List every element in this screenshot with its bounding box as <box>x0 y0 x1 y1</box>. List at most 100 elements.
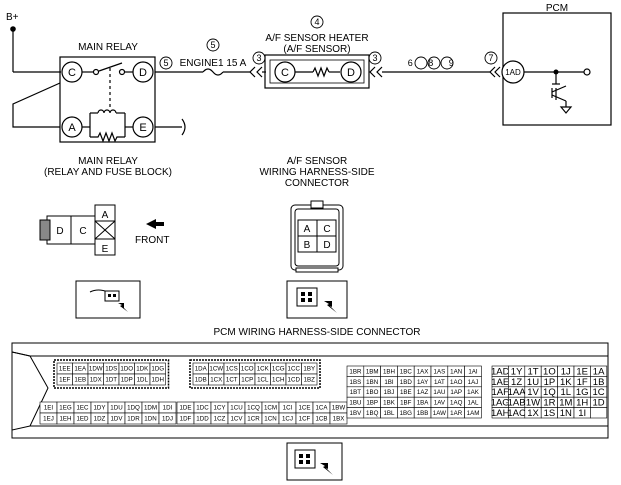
pcm-pin-label: 1AI <box>468 368 478 375</box>
pcm-pin-label: 1BD <box>400 379 413 386</box>
pcm-pin-label: 1AZ <box>417 389 429 396</box>
pcm-pin-label: 1AN <box>450 368 462 375</box>
relay-switch-contact <box>98 62 123 72</box>
pcm-pin-label: 1AX <box>417 368 429 375</box>
relay-ground-wire <box>12 82 61 128</box>
pcm-pin-label: 1CI <box>283 405 293 412</box>
b-plus-label: B+ <box>6 12 19 23</box>
pcm-pin-label: 1AF <box>491 387 509 398</box>
pcm-pin-label: 1CH <box>272 377 284 384</box>
heater-label-2: (A/F SENSOR) <box>283 44 350 55</box>
pcm-pin-label: 1BW <box>332 405 346 412</box>
pcm-pin-1ad <box>501 60 525 84</box>
pcm-pin-label: 1AA <box>508 387 527 398</box>
pcm-pin-label: 1AD <box>491 366 510 377</box>
pcm-pin-label: 1BZ <box>304 377 316 384</box>
heater-pin-d-label: D <box>347 67 355 79</box>
pcm-pin-label: 1DQ <box>127 405 140 412</box>
pcm-pin-label: 1BX <box>333 416 345 423</box>
pcm-pin-label: 1EA <box>74 366 87 373</box>
afs-pin-a: A <box>304 224 311 235</box>
pcm-pin-label: 1AD <box>505 68 521 77</box>
pcm-pin-label: 1BJ <box>384 389 395 396</box>
pcm-pin-label: 1AP <box>450 389 462 396</box>
pcm-pin-label: 1EH <box>59 416 71 423</box>
pcm-pin-label: 1CL <box>257 377 269 384</box>
pcm-pin-label: 1AV <box>434 400 446 407</box>
pcm-pin-label: 1P <box>544 377 556 388</box>
pcm-pin-label: 1AG <box>491 398 510 409</box>
pcm-pin-label: 1DW <box>89 366 103 373</box>
pcm-conn-circled-num: 7 <box>488 53 493 63</box>
relay-resistor <box>90 131 125 143</box>
b-plus-terminal <box>10 26 16 32</box>
conn-left-circled-num: 3 <box>256 53 261 63</box>
front-arrow-icon <box>146 219 164 229</box>
relay-coil <box>97 109 117 114</box>
heater-label-1: A/F SENSOR HEATER <box>265 33 368 44</box>
pcm-pin-label: 1M <box>559 398 572 409</box>
pcm-pin-label: 1DC <box>196 405 209 412</box>
pcm-pin-label: 1BC <box>400 368 413 375</box>
pcm-pin-label: 1CT <box>226 377 238 384</box>
pcm-pin-label: 1EI <box>44 405 54 412</box>
pcm-pin-label: 1DR <box>127 416 140 423</box>
fuse-circled-num: 5 <box>210 40 215 50</box>
pcm-pin-cell <box>301 373 318 386</box>
pcm-pin-label: 1DF <box>180 416 192 423</box>
pcm-pin-label: 1T <box>527 366 538 377</box>
pcm-pin-label: 1R <box>543 398 555 409</box>
relay-pin-d <box>132 61 154 83</box>
pcm-pin-label: 1CG <box>272 366 285 373</box>
pcm-pin-label: 1BF <box>400 400 412 407</box>
pcm-pin-label: 1DD <box>196 416 209 423</box>
relay-conn-pin-c: C <box>79 226 86 237</box>
pcm-pin-label: 1H <box>576 398 588 409</box>
pcm-pin-label: 1CA <box>315 405 328 412</box>
conn-right-circled-num: 3 <box>372 53 377 63</box>
pcm-pin-label: 1EE <box>59 366 71 373</box>
pcm-pin-cell <box>464 407 482 419</box>
pcm-pin-label: 1AB <box>508 398 526 409</box>
afs-caption-2: WIRING HARNESS-SIDE <box>259 167 374 178</box>
afs-caption-3: CONNECTOR <box>285 178 349 189</box>
pcm-pin-label: 1U <box>527 377 539 388</box>
pcm-pin-label: 1I <box>578 408 586 419</box>
pcm-pin-label: 1AE <box>491 377 509 388</box>
main-relay-connector <box>39 204 116 256</box>
pcm-pin-label: 1BA <box>417 400 430 407</box>
afs-connector <box>290 200 344 273</box>
pcm-pin-label: 1AC <box>507 408 526 419</box>
pcm-pin-label: 1CC <box>288 366 301 373</box>
pcm-pin-label: 1ED <box>76 416 89 423</box>
relay-pin-e-label: E <box>139 122 146 134</box>
pcm-pin-label: 1AS <box>434 368 446 375</box>
pcm-pin-label: 1EF <box>59 377 71 384</box>
pcm-pin-label: 1CV <box>230 416 243 423</box>
pcm-pin-label: 1BS <box>350 379 362 386</box>
pcm-pin-label: 1DJ <box>162 416 173 423</box>
pcm-pin-label: 1AW <box>433 410 446 417</box>
afs-pin-d: D <box>323 240 330 251</box>
pcm-pin-label: 1CX <box>210 377 222 384</box>
pcm-pin-cell <box>158 412 177 425</box>
pcm-pin-label: 1CQ <box>247 405 260 412</box>
af-sensor-heater-box <box>264 54 370 89</box>
engine-fuse-label: ENGINE1 15 A <box>180 58 247 69</box>
pcm-pin-label: 1AY <box>417 379 428 386</box>
pcm-pin-label: 1A <box>593 366 605 377</box>
pcm-pin-label: 1B <box>593 377 605 388</box>
relay-pin-c-label: C <box>68 67 76 79</box>
pcm-pin-label: 1EB <box>74 377 86 384</box>
pcm-pin-label: 1AK <box>467 389 480 396</box>
pcm-pin-label: 1AQ <box>450 400 463 407</box>
main-relay-label: MAIN RELAY <box>78 42 138 53</box>
pcm-pin-label: 1O <box>543 366 556 377</box>
heater-circled-num: 4 <box>314 17 319 27</box>
pcm-pin-cell <box>329 412 348 425</box>
pcm-pin-label: 1BM <box>366 368 379 375</box>
front-label: FRONT <box>135 235 169 246</box>
pcm-pin-label: 1AJ <box>468 379 479 386</box>
pcm-pin-label: 1AM <box>467 410 480 417</box>
pcm-pin-label: 1DT <box>105 377 117 384</box>
